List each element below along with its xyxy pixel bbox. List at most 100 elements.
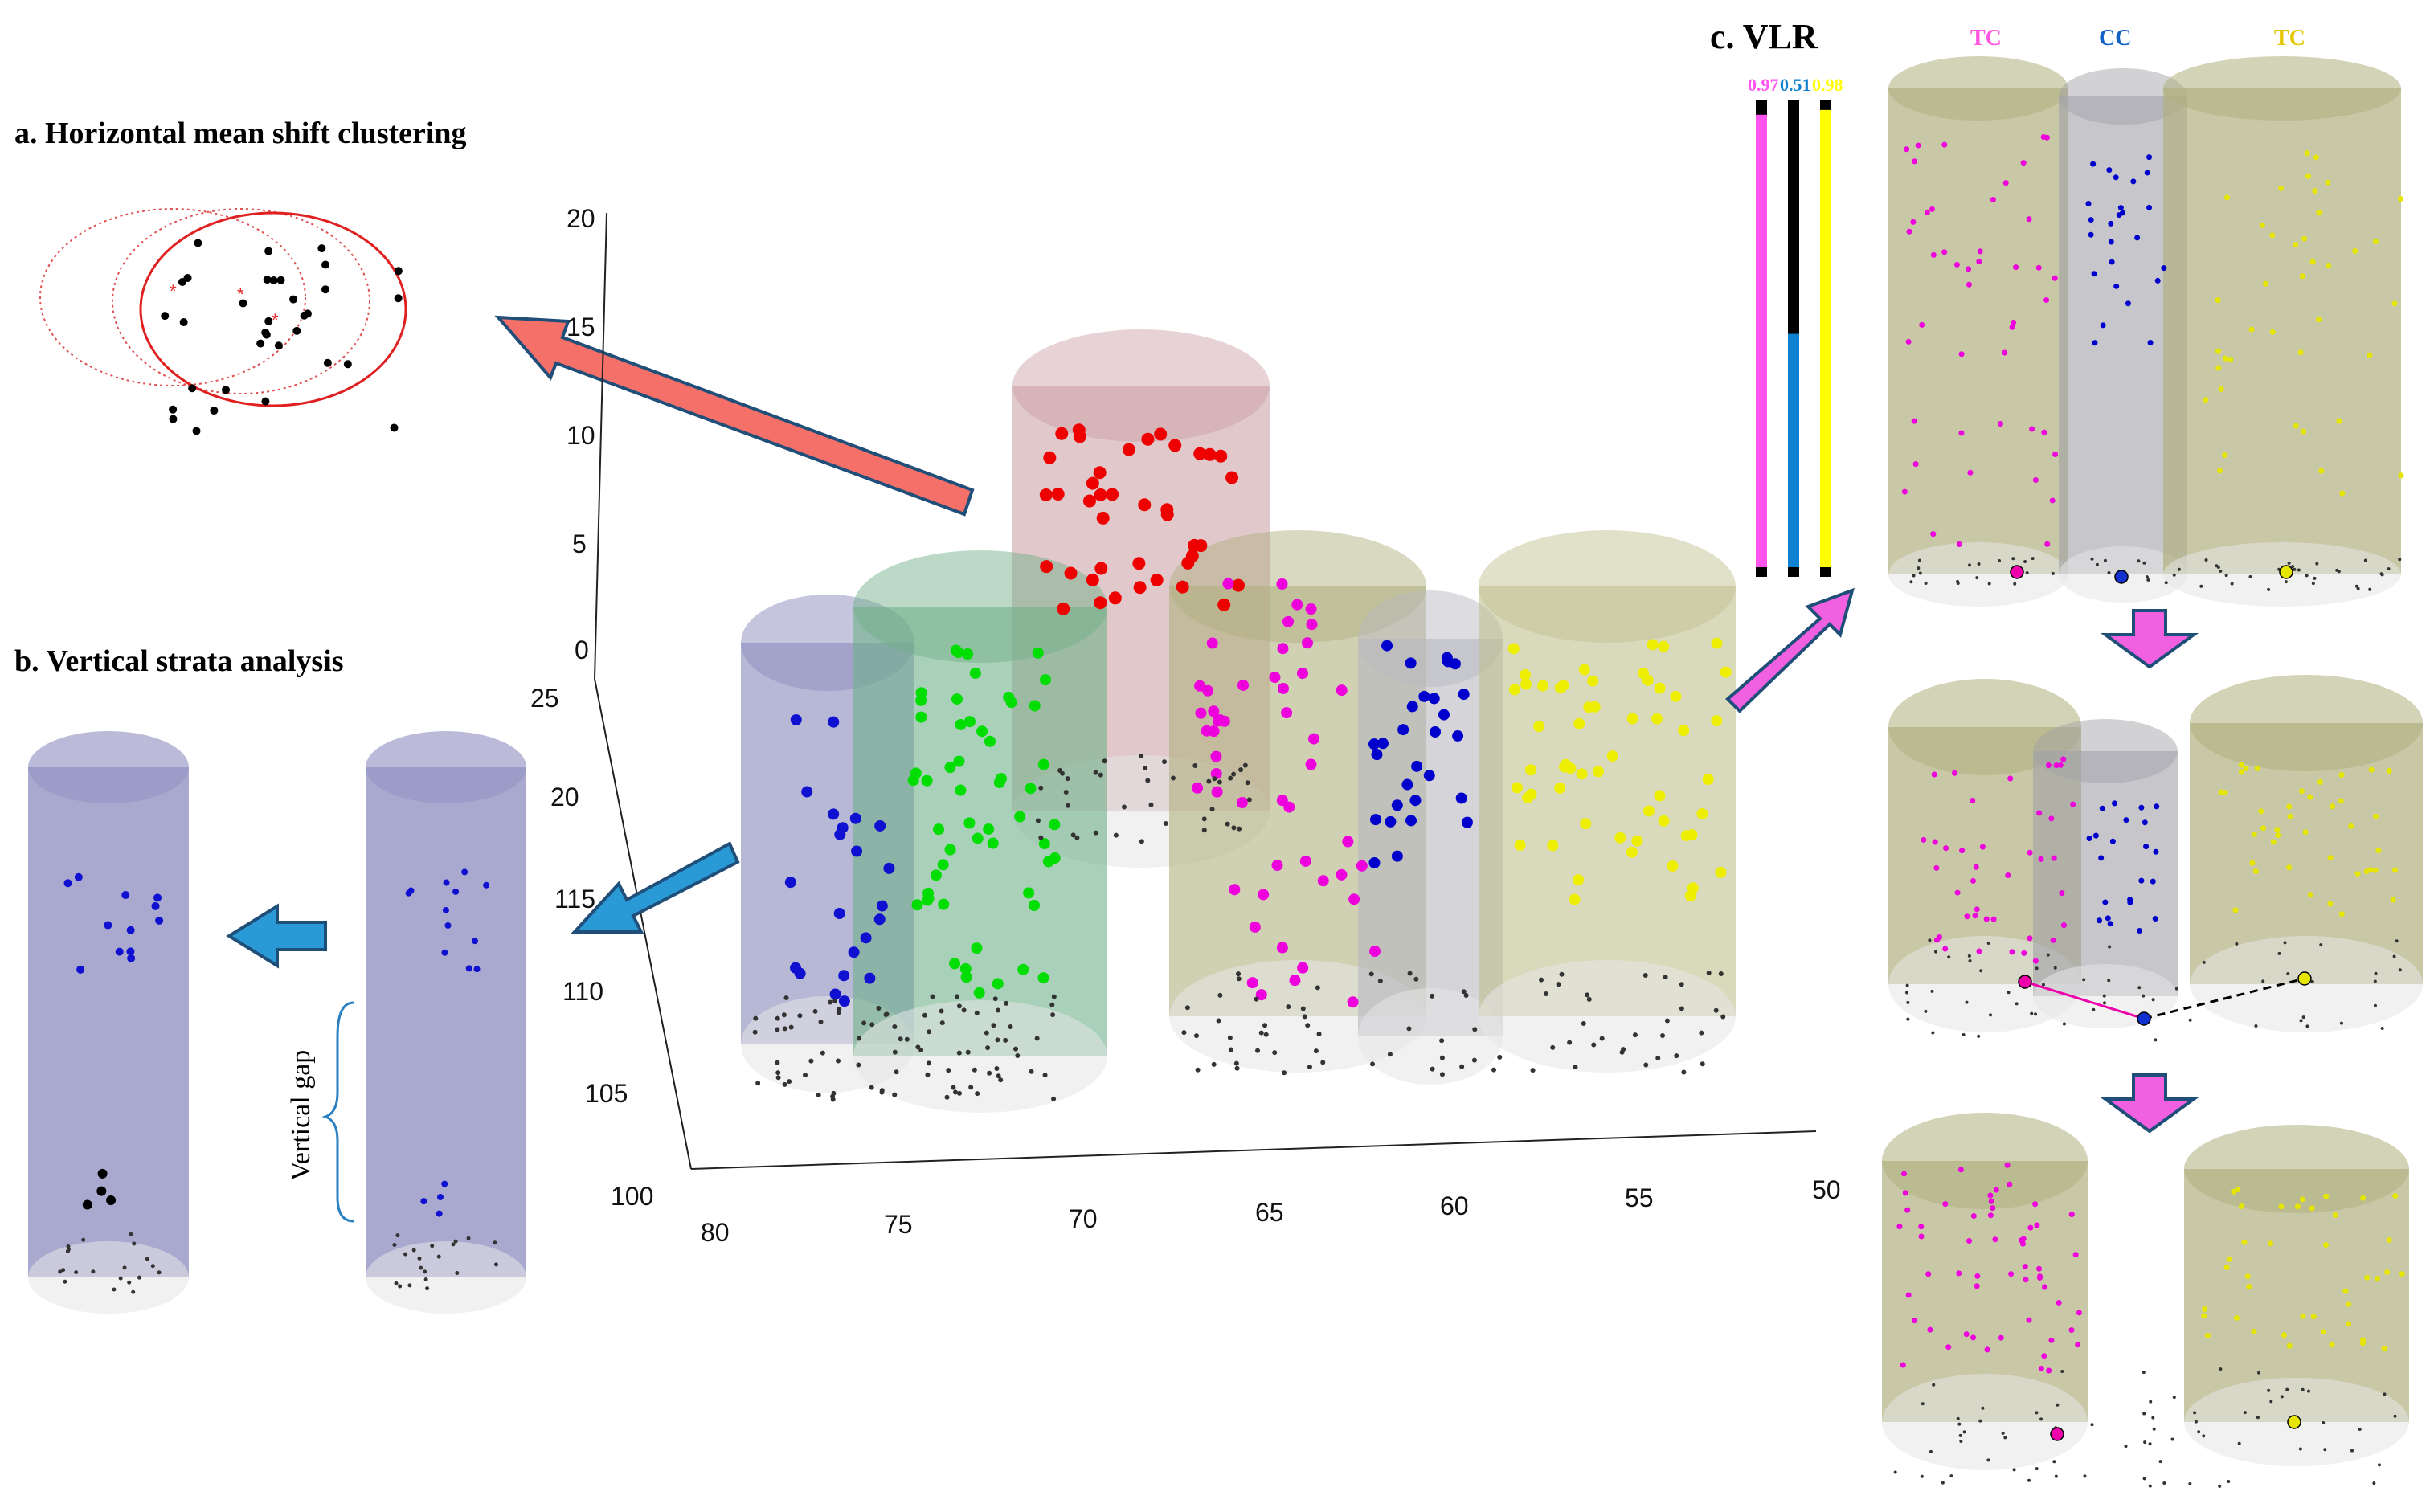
yellow-point bbox=[2215, 365, 2222, 371]
ground-point bbox=[1263, 1032, 1269, 1037]
yellow-point bbox=[2367, 352, 2373, 358]
ground-point bbox=[1163, 820, 1168, 826]
x-tick-label: 50 bbox=[1812, 1175, 1841, 1204]
ground-point bbox=[787, 1079, 792, 1085]
canopy-point bbox=[115, 947, 124, 956]
yellow-point bbox=[1514, 839, 1526, 851]
ground-point bbox=[131, 1289, 136, 1294]
green-point bbox=[922, 887, 935, 899]
magenta-point bbox=[2007, 775, 2014, 782]
yellow-point bbox=[2307, 794, 2313, 800]
navy-point bbox=[2127, 897, 2133, 903]
ground-point bbox=[782, 1026, 787, 1032]
cc-cylinder-2 bbox=[2033, 719, 2178, 1028]
green-point bbox=[1028, 899, 1040, 911]
ground-point bbox=[1491, 1067, 1497, 1073]
yellow-point bbox=[2336, 418, 2342, 424]
ground-point bbox=[2199, 584, 2203, 588]
canopy-point bbox=[126, 926, 135, 934]
vlr-bar-value: 0.51 bbox=[1780, 75, 1811, 95]
ground-point bbox=[137, 1275, 141, 1280]
navy-point bbox=[1461, 816, 1473, 828]
magenta-point bbox=[1957, 1167, 1964, 1173]
mean-shift-diagram: *** bbox=[39, 208, 407, 435]
ground-point bbox=[992, 996, 998, 1002]
ground-point bbox=[2154, 1038, 2158, 1042]
blue-point bbox=[864, 972, 876, 984]
magenta-point bbox=[2059, 890, 2065, 897]
navy-point bbox=[1418, 690, 1430, 702]
magenta-point bbox=[1988, 1198, 1994, 1204]
navy-point bbox=[2092, 832, 2099, 839]
ground-point bbox=[2224, 574, 2228, 578]
ground-point bbox=[2305, 574, 2309, 578]
magenta-point bbox=[1249, 921, 1261, 933]
magenta-point bbox=[1211, 786, 1223, 798]
canopy-point bbox=[104, 921, 112, 930]
ground-point bbox=[2142, 561, 2146, 565]
panel-c-title: c. VLR bbox=[1710, 17, 1818, 56]
ground-point bbox=[1272, 1050, 1278, 1056]
canopy-point bbox=[74, 872, 83, 881]
red-point bbox=[1082, 494, 1096, 508]
ground-point bbox=[1706, 971, 1712, 976]
ground-point bbox=[961, 1007, 967, 1013]
ground-point bbox=[91, 1269, 96, 1274]
ground-point bbox=[883, 1011, 889, 1017]
red-point bbox=[1188, 538, 1201, 552]
ground-point bbox=[2269, 1400, 2273, 1404]
yellow-point bbox=[2301, 428, 2307, 435]
ground-point bbox=[1977, 1034, 1981, 1038]
magenta-point bbox=[2022, 1264, 2028, 1270]
blue-arrow-center bbox=[571, 841, 740, 934]
canopy-point bbox=[461, 868, 468, 876]
ground-point bbox=[2090, 1423, 2094, 1427]
red-point bbox=[1072, 423, 1086, 437]
ground-point bbox=[1236, 971, 1242, 977]
magenta-point bbox=[1356, 860, 1368, 872]
ground-point bbox=[876, 1005, 882, 1011]
yellow-point bbox=[2222, 355, 2228, 362]
navy-point bbox=[2130, 178, 2137, 185]
yellow-point bbox=[2215, 297, 2221, 304]
ground-point bbox=[2248, 575, 2252, 579]
green-point bbox=[969, 667, 981, 679]
ground-point bbox=[1920, 1474, 1924, 1478]
yellow-point bbox=[1547, 840, 1559, 852]
magenta-point bbox=[1983, 916, 1990, 922]
ground-point bbox=[1407, 971, 1413, 976]
ground-point bbox=[2301, 1015, 2305, 1020]
stem-marker-tc bbox=[2297, 971, 2312, 986]
ground-point bbox=[65, 1249, 70, 1254]
ground-point bbox=[1718, 971, 1724, 977]
yellow-point bbox=[1687, 882, 1699, 894]
navy-point bbox=[2109, 838, 2116, 844]
yellow-point bbox=[2281, 1332, 2288, 1338]
yellow-point bbox=[2327, 901, 2334, 907]
navy-point bbox=[2108, 239, 2114, 245]
green-point bbox=[930, 869, 942, 881]
yellow-point bbox=[2399, 1271, 2405, 1277]
cluster-point bbox=[169, 415, 178, 423]
yellow-point bbox=[2218, 386, 2224, 392]
magenta-point bbox=[1237, 679, 1250, 691]
ground-point bbox=[145, 1257, 149, 1261]
navy-point bbox=[1405, 815, 1417, 827]
magenta-point bbox=[2056, 1299, 2062, 1306]
ground-point bbox=[1148, 802, 1154, 807]
vlr-bar-fill bbox=[1820, 109, 1831, 568]
ground-point bbox=[1539, 977, 1544, 983]
ground-point bbox=[1978, 1419, 1982, 1423]
red-point bbox=[1086, 573, 1099, 586]
yellow-point bbox=[1554, 782, 1566, 794]
yellow-point bbox=[2269, 232, 2276, 239]
navy-point bbox=[1455, 792, 1467, 804]
ground-point bbox=[1313, 1048, 1319, 1054]
ground-point bbox=[1642, 973, 1648, 979]
yellow-point bbox=[2327, 855, 2334, 861]
yellow-point bbox=[2307, 892, 2313, 898]
vertical-strata-cylinders bbox=[28, 731, 526, 1314]
ground-point bbox=[2313, 576, 2317, 580]
vlr-bar-value: 0.98 bbox=[1812, 75, 1843, 95]
magenta-point bbox=[1967, 469, 1974, 476]
